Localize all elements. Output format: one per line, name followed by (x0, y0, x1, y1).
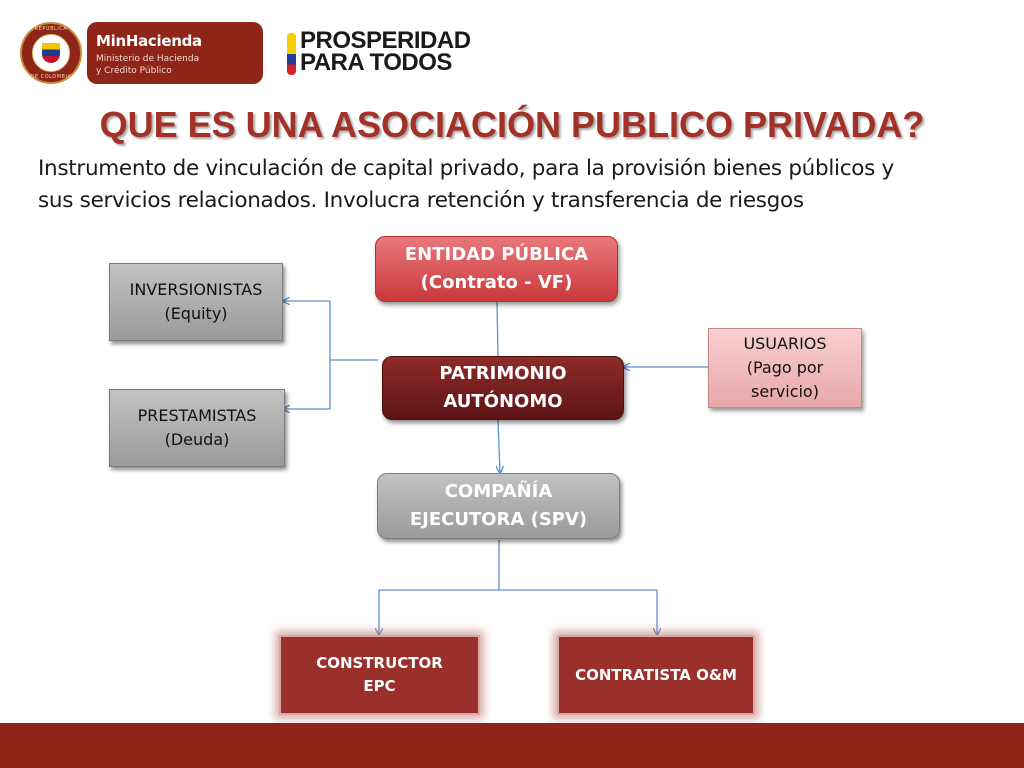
prestamistas-line1: PRESTAMISTAS (137, 406, 257, 425)
patrimonio-autonomo-box: PATRIMONIO AUTÓNOMO (382, 356, 624, 420)
prestamistas-line2: (Deuda) (164, 430, 230, 449)
intro-line2: sus servicios relacionados. Involucra re… (38, 188, 804, 213)
prosperidad-line1: PROSPERIDAD (300, 27, 471, 54)
minhacienda-logo: MinHacienda Ministerio de Hacienda y Cré… (87, 22, 263, 84)
usuarios-line1: USUARIOS (743, 334, 827, 353)
connector-entidad-patrimonio (496, 301, 499, 358)
intro-paragraph: Instrumento de vinculación de capital pr… (38, 153, 998, 217)
inversionistas-box: INVERSIONISTAS (Equity) (109, 263, 283, 341)
seal-ring-bottom-text: DE COLOMBIA (30, 74, 72, 80)
compania-ejecutora-box: COMPAÑÍA EJECUTORA (SPV) (377, 473, 620, 539)
patrimonio-line2: AUTÓNOMO (443, 391, 563, 412)
coat-of-arms-icon (42, 43, 60, 63)
entidad-publica-box: ENTIDAD PÚBLICA (Contrato - VF) (375, 236, 618, 302)
contratista-om-box: CONTRATISTA O&M (557, 635, 755, 715)
prosperidad-line2: PARA TODOS (300, 49, 452, 76)
prestamistas-box: PRESTAMISTAS (Deuda) (109, 389, 285, 467)
patrimonio-line1: PATRIMONIO (439, 363, 567, 384)
prosperidad-logo: PROSPERIDAD PARA TODOS (300, 27, 471, 76)
usuarios-box: USUARIOS (Pago por servicio) (708, 328, 862, 408)
entidad-line2: (Contrato - VF) (420, 272, 573, 293)
inversionistas-line1: INVERSIONISTAS (129, 280, 263, 299)
usuarios-line3: servicio) (751, 382, 819, 401)
constructor-epc-box: CONSTRUCTOR EPC (279, 635, 480, 715)
intro-line1: Instrumento de vinculación de capital pr… (38, 156, 894, 181)
seal-center (32, 34, 70, 72)
minhacienda-name: MinHacienda (96, 32, 202, 50)
colombia-seal-logo: REPÚBLICA DE COLOMBIA (20, 22, 82, 84)
page-title: QUE ES UNA ASOCIACIÓN PUBLICO PRIVADA? (99, 104, 925, 145)
minhacienda-subtitle-line1: Ministerio de Hacienda (96, 54, 200, 64)
colombia-flag-icon (287, 33, 296, 75)
usuarios-line2: (Pago por (746, 358, 824, 377)
connector-patrimonio-compania (498, 419, 500, 473)
constructor-line1: CONSTRUCTOR (316, 654, 443, 672)
seal-ring-top-text: REPÚBLICA (34, 26, 68, 32)
footer-bar (0, 723, 1024, 768)
compania-line1: COMPAÑÍA (444, 481, 553, 502)
entidad-line1: ENTIDAD PÚBLICA (404, 244, 589, 265)
compania-line2: EJECUTORA (SPV) (409, 509, 588, 530)
contratista-line1: CONTRATISTA O&M (575, 665, 737, 684)
minhacienda-subtitle-line2: y Crédito Público (96, 66, 172, 76)
inversionistas-line2: (Equity) (164, 304, 228, 323)
constructor-line2: EPC (363, 677, 396, 695)
